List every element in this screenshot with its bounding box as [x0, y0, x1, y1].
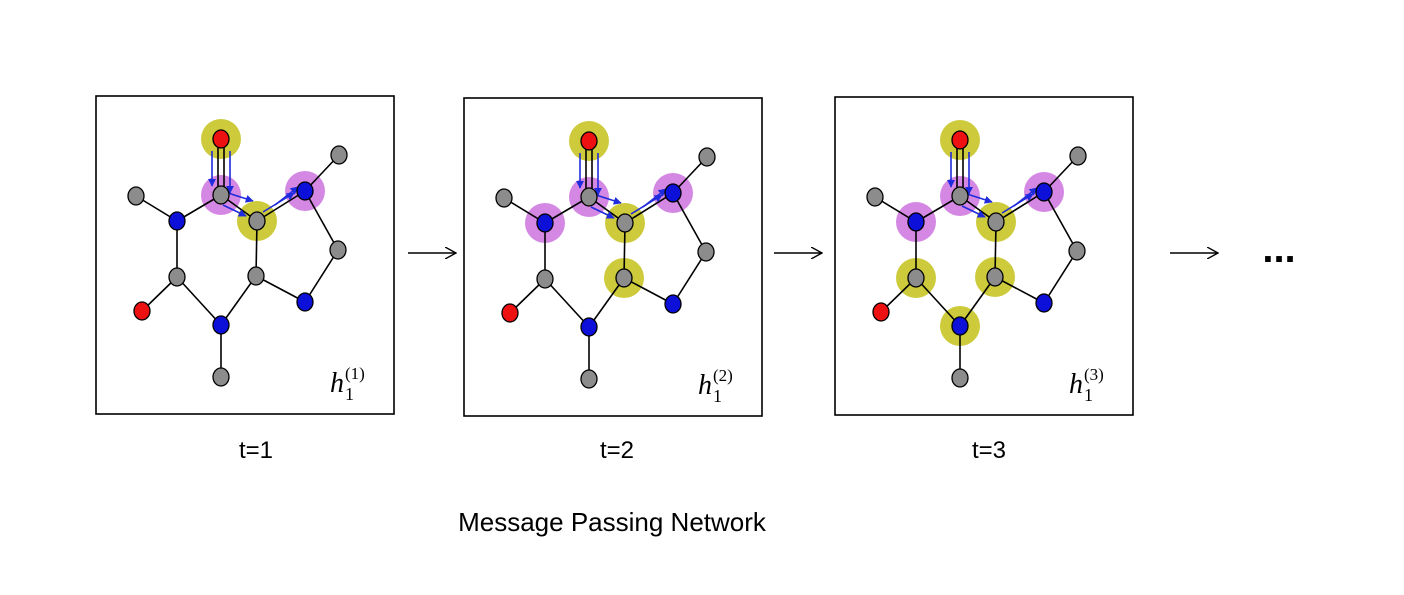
bond-N3-C4: [959, 276, 996, 327]
atom-carbon-Cm7: [330, 145, 348, 165]
step-label-t3: t=3: [972, 437, 1006, 464]
hidden-state-symbol: h: [698, 370, 712, 401]
atom-nitrogen-N9: [1035, 293, 1053, 313]
atom-carbon-C5: [616, 213, 634, 233]
bond-N3-C4: [220, 275, 257, 326]
hidden-state-superscript: (1): [345, 364, 365, 383]
bond-N7-C8: [304, 190, 339, 251]
atom-carbon-C6: [951, 186, 969, 206]
atom-nitrogen-N3: [212, 315, 230, 335]
message-arrow-N7-C5: [274, 186, 299, 206]
atom-nitrogen-N7: [1035, 182, 1053, 202]
atom-nitrogen-N1: [907, 212, 925, 232]
message-arrows: [947, 152, 1038, 218]
atom-carbon-Cm3: [580, 369, 598, 389]
atom-layer: [127, 129, 348, 387]
bond-C8-N9: [304, 249, 339, 303]
atom-nitrogen-N1: [168, 211, 186, 231]
message-arrows: [208, 151, 299, 217]
message-arrow-C6-C5-b: [961, 205, 986, 218]
atom-carbon-C5: [248, 211, 266, 231]
atom-carbon-C2: [907, 268, 925, 288]
message-arrow-C6-C5-a: [227, 192, 254, 203]
atom-carbon-C6: [580, 187, 598, 207]
atom-carbon-Cm7: [1069, 146, 1087, 166]
bond-C8-N9: [672, 251, 707, 305]
bond-C5-N7: [624, 192, 674, 224]
atom-carbon-C8: [1068, 241, 1086, 261]
bond-C5-N7: [995, 191, 1045, 223]
atom-oxygen-O1: [580, 131, 598, 151]
atom-carbon-C5: [987, 212, 1005, 232]
hidden-state-superscript: (2): [713, 366, 733, 385]
atom-nitrogen-N7: [664, 183, 682, 203]
message-arrow-N7-C5: [1013, 187, 1038, 207]
message-arrow-C6-C5-b: [222, 204, 247, 217]
atom-oxygen-O2: [501, 303, 519, 323]
atom-nitrogen-N9: [664, 294, 682, 314]
atom-carbon-Cm3: [951, 368, 969, 388]
step-label-t2: t=2: [600, 437, 634, 464]
continuation-ellipsis: ...: [1262, 227, 1295, 271]
atom-carbon-C6: [212, 185, 230, 205]
bond-C8-N9: [1043, 250, 1078, 304]
bond-N7-C8: [1043, 191, 1078, 252]
hidden-state-symbol: h: [1069, 369, 1083, 400]
bond-C2-N3: [176, 276, 222, 326]
bond-N3-C4: [588, 277, 625, 328]
atom-nitrogen-N3: [580, 317, 598, 337]
atom-carbon-Cm7: [698, 147, 716, 167]
message-arrow-C6-C5-a: [595, 194, 622, 205]
atom-carbon-Cm3: [212, 367, 230, 387]
hidden-state-subscript: 1: [1084, 385, 1093, 405]
atom-layer: [495, 131, 716, 389]
atom-carbon-C8: [329, 240, 347, 260]
atom-oxygen-O1: [212, 129, 230, 149]
atom-nitrogen-N1: [536, 213, 554, 233]
bond-N9-C4: [255, 275, 306, 303]
atom-nitrogen-N3: [951, 316, 969, 336]
hidden-state-superscript: (3): [1084, 365, 1104, 384]
atom-carbon-C2: [536, 269, 554, 289]
atom-carbon-C4: [615, 268, 633, 288]
message-arrow-N7-C5: [642, 188, 667, 208]
hidden-state-subscript: 1: [713, 386, 722, 406]
diagram-caption: Message Passing Network: [458, 507, 767, 537]
atom-layer: [866, 130, 1087, 388]
atom-carbon-C8: [697, 242, 715, 262]
bond-C2-N3: [544, 278, 590, 328]
hidden-state-subscript: 1: [345, 384, 354, 404]
bond-C5-N7: [256, 190, 306, 222]
bond-N9-C4: [623, 277, 674, 305]
atom-oxygen-O2: [133, 301, 151, 321]
message-arrows: [576, 153, 667, 219]
step-label-t1: t=1: [239, 437, 273, 464]
atom-nitrogen-N7: [296, 181, 314, 201]
bond-C2-N3: [915, 277, 961, 327]
atom-carbon-Cm1: [866, 187, 884, 207]
atom-carbon-Cm1: [127, 186, 145, 206]
atom-carbon-C2: [168, 267, 186, 287]
bond-N9-C4: [994, 276, 1045, 304]
atom-carbon-Cm1: [495, 188, 513, 208]
message-arrow-C6-C5-b: [590, 206, 615, 219]
bond-N7-C8: [672, 192, 707, 253]
atom-nitrogen-N9: [296, 292, 314, 312]
message-arrow-C6-C5-a: [966, 193, 993, 204]
hidden-state-symbol: h: [330, 368, 344, 399]
atom-oxygen-O1: [951, 130, 969, 150]
atom-carbon-C4: [247, 266, 265, 286]
atom-oxygen-O2: [872, 302, 890, 322]
atom-carbon-C4: [986, 267, 1004, 287]
